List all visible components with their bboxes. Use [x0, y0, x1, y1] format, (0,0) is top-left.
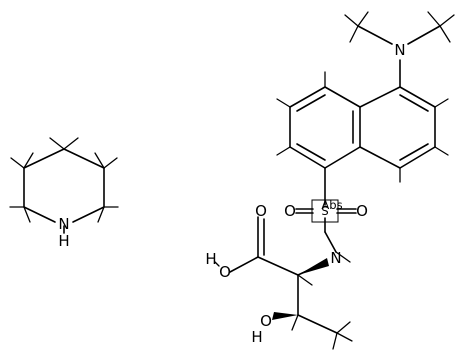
- piperidine-ring-bonds: [23, 148, 105, 234]
- stereo-wedge-alpha: [298, 258, 329, 275]
- naphthalene-ring-bonds: [289, 86, 436, 169]
- sulfonyl-group: S Abs O O: [284, 167, 368, 253]
- piperidine-hydrogens: [9, 137, 119, 223]
- sulfur-label: S: [321, 204, 328, 218]
- acid-oxygen-label: O: [219, 263, 231, 281]
- piperidine-nh-hydrogen-label: H: [58, 232, 69, 250]
- piperidine-nitrogen-label: N: [58, 215, 69, 233]
- stereo-wedge-beta: [272, 312, 298, 320]
- amide-nitrogen-label: N: [330, 249, 341, 267]
- piperidine-molecule: N H: [9, 137, 119, 250]
- sulfonyl-oxygen-left-label: O: [284, 202, 296, 220]
- acid-hydrogen-label: H: [205, 250, 216, 268]
- stereo-abs-overlay-label: Abs: [321, 198, 342, 212]
- dimethylamino-nitrogen-label: N: [394, 41, 405, 59]
- threonine-backbone: N O O H O H: [205, 202, 353, 350]
- dimethylamino-group: N: [344, 11, 455, 88]
- hydroxyl-oxygen-label: O: [260, 312, 272, 330]
- naphthalene-hydrogens: [276, 71, 449, 183]
- hydroxyl-hydrogen-label: H: [251, 328, 262, 346]
- sulfonyl-oxygen-right-label: O: [356, 202, 368, 220]
- carbonyl-oxygen-label: O: [255, 202, 267, 220]
- dansyl-threonine-molecule: N: [205, 11, 455, 350]
